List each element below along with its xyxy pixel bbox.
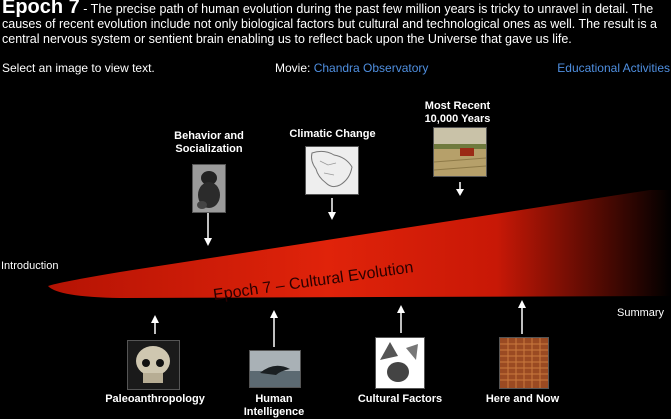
arrow-intelligence: [270, 310, 278, 347]
human-intelligence-label[interactable]: Human Intelligence: [243, 393, 305, 418]
movie-section: Movie: Chandra Observatory: [275, 61, 428, 75]
here-and-now-label[interactable]: Here and Now: [485, 393, 560, 405]
summary-link[interactable]: Summary: [617, 307, 665, 319]
intro-text: - The precise path of human evolution du…: [2, 2, 658, 46]
movie-label: Movie:: [275, 61, 311, 75]
map-icon[interactable]: [305, 146, 359, 195]
arrow-behavior: [204, 212, 212, 246]
chimpanzee-icon[interactable]: [192, 164, 226, 213]
recent-label[interactable]: Most Recent 10,000 Years: [424, 100, 491, 125]
stone-tools-icon[interactable]: [375, 337, 425, 389]
arrow-paleo: [151, 315, 159, 334]
educational-activities-link[interactable]: Educational Activities: [557, 61, 670, 75]
arrow-cultural: [397, 305, 405, 333]
harvester-icon[interactable]: [433, 127, 487, 177]
paleoanthropology-label[interactable]: Paleoanthropology: [105, 393, 205, 405]
introduction-link[interactable]: Introduction: [1, 260, 59, 272]
movie-link[interactable]: Chandra Observatory: [313, 61, 429, 75]
arrow-herenow: [518, 300, 526, 334]
skull-icon[interactable]: [127, 340, 180, 390]
arrow-climatic: [328, 198, 336, 220]
microchip-icon[interactable]: [499, 337, 549, 389]
cultural-factors-label[interactable]: Cultural Factors: [357, 393, 443, 405]
arrow-recent: [456, 182, 464, 196]
dolphin-icon[interactable]: [249, 350, 301, 388]
climatic-label[interactable]: Climatic Change: [289, 128, 376, 140]
select-instruction: Select an image to view text.: [2, 61, 155, 75]
epoch-title: Epoch 7: [2, 0, 80, 18]
intro-paragraph: Epoch 7 - The precise path of human evol…: [2, 0, 668, 47]
epoch-band-shape: [48, 190, 671, 298]
behavior-label[interactable]: Behavior and Socialization: [174, 130, 244, 155]
